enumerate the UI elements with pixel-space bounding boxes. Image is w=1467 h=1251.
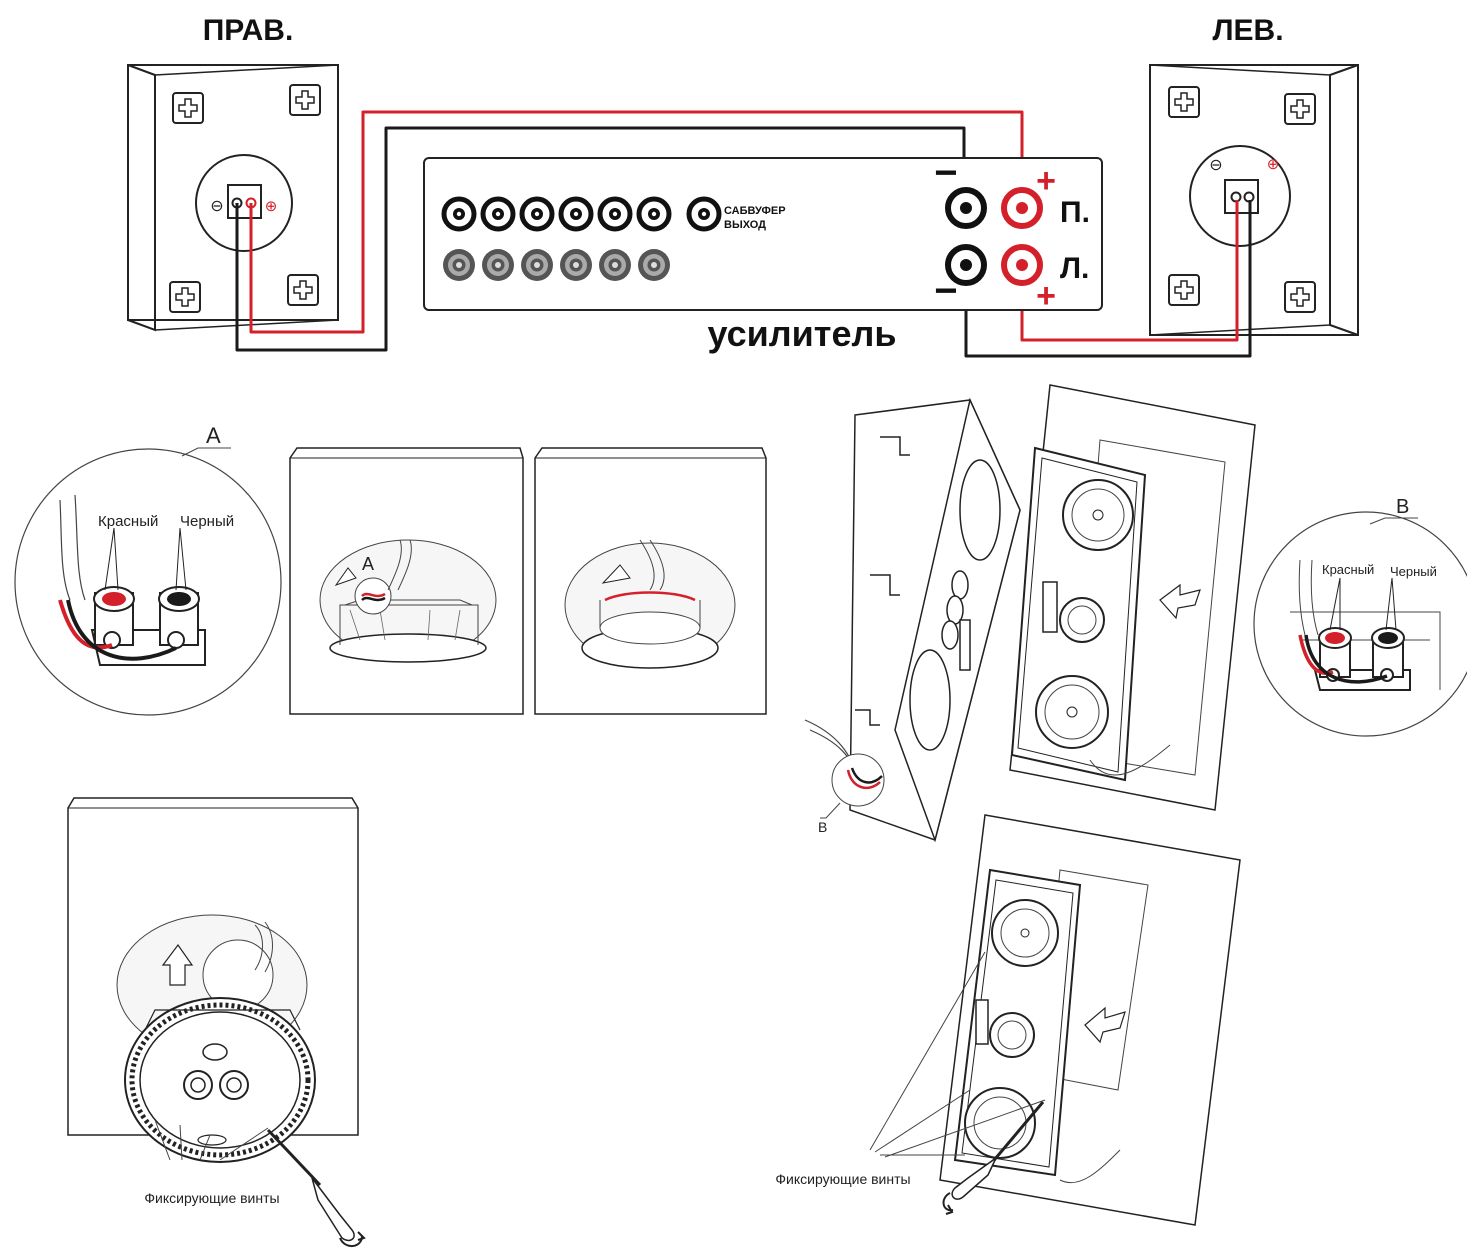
right-speaker-label: ПРАВ.	[203, 14, 294, 47]
arrow-icon	[1084, 1006, 1126, 1044]
arrow-icon	[161, 943, 194, 986]
plus-terminal-icon: ⊕	[265, 198, 278, 215]
detail-b-callout: B	[818, 819, 827, 835]
detail-a-callout: A	[362, 554, 374, 574]
screw-cross-icon	[289, 84, 321, 116]
subwoofer-output-label: САБВУФЕР	[724, 205, 786, 217]
binding-post-icon	[945, 187, 1043, 286]
channel-right-label: П.	[1060, 196, 1090, 229]
detail-b-magnifier: B Красный Черный	[1253, 496, 1467, 737]
right-speaker: ⊖ ⊕	[127, 64, 339, 332]
screw-cross-icon	[1284, 93, 1316, 125]
fixing-screws-label: Фиксирующие винты	[775, 1171, 910, 1187]
plus-sign: +	[1036, 162, 1056, 200]
subwoofer-output-label: ВЫХОД	[724, 219, 766, 231]
screw-cross-icon	[1168, 274, 1200, 306]
wall-panel	[1009, 384, 1256, 811]
plus-sign: +	[1036, 277, 1056, 315]
wall-screw-fixing: Фиксирующие винты	[775, 814, 1241, 1226]
red-terminal-label: Красный	[1322, 562, 1374, 577]
minus-sign: −	[934, 151, 957, 195]
fixing-screws-label: Фиксирующие винты	[144, 1190, 279, 1206]
detail-b-callout: B	[1396, 496, 1409, 518]
minus-terminal-icon: ⊖	[210, 198, 223, 215]
screw-cross-icon	[172, 92, 204, 124]
ceiling-panel-step-2	[534, 447, 767, 715]
ceiling-screw-fixing: Фиксирующие винты	[67, 797, 366, 1247]
black-terminal-label: Черный	[1390, 564, 1437, 579]
plus-terminal-icon: ⊕	[1267, 156, 1280, 173]
wall-back-box	[849, 397, 1021, 843]
black-terminal-label: Черный	[180, 513, 234, 530]
minus-terminal-icon: ⊖	[1209, 157, 1222, 174]
ceiling-panel-step-1: A	[289, 447, 524, 715]
red-terminal-label: Красный	[98, 513, 158, 530]
screw-cross-icon	[1284, 281, 1316, 313]
screw-cross-icon	[1168, 86, 1200, 118]
amplifier: САБВУФЕР ВЫХОД − − + + П. Л.	[423, 151, 1103, 315]
left-speaker: ⊖ ⊕	[1149, 64, 1359, 336]
arrow-icon	[1159, 583, 1201, 620]
screwdriver-icon	[942, 1101, 1045, 1215]
detail-a-callout: A	[206, 423, 221, 448]
wall-wire-detail: B	[804, 719, 885, 835]
amplifier-label: усилитель	[708, 313, 897, 354]
arrow-icon	[334, 567, 357, 586]
screw-cross-icon	[287, 274, 319, 306]
arrow-icon	[601, 564, 631, 584]
channel-left-label: Л.	[1060, 252, 1089, 285]
screw-cross-icon	[169, 281, 201, 313]
screwdriver-icon	[266, 1128, 366, 1247]
detail-a-magnifier: A Красный Черный	[14, 423, 282, 716]
minus-sign: −	[934, 269, 957, 313]
left-speaker-label: ЛЕВ.	[1212, 14, 1283, 47]
